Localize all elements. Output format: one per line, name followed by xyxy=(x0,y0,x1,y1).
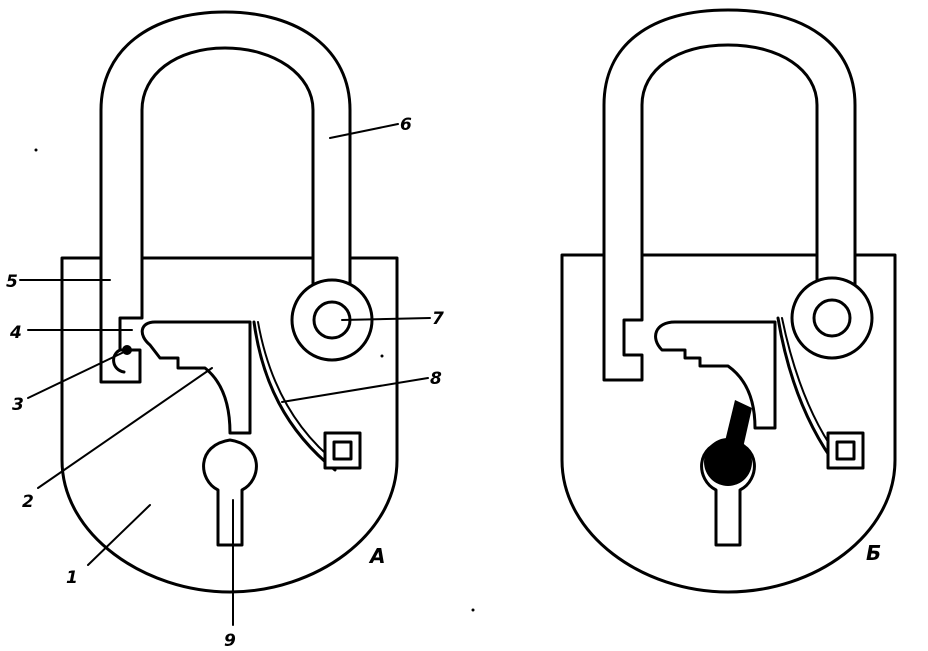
spring-holder-outer-a xyxy=(323,431,362,470)
label-5: 5 xyxy=(6,272,18,292)
label-1: 1 xyxy=(66,568,78,588)
label-4: 4 xyxy=(9,323,22,343)
latch-bolt-a xyxy=(140,320,252,435)
spring-inner-a xyxy=(257,321,339,465)
spring-holder-inner-b xyxy=(835,440,856,461)
leader-7 xyxy=(341,317,431,321)
leader-6 xyxy=(329,123,399,139)
pivot-outer-b xyxy=(790,276,874,360)
speck xyxy=(34,148,38,152)
label-9: 9 xyxy=(224,631,236,651)
keyhole-a xyxy=(202,438,258,547)
label-2: 2 xyxy=(22,492,34,512)
leader-2 xyxy=(37,367,213,489)
label-8: 8 xyxy=(430,369,442,389)
panel-label-a: А xyxy=(368,544,385,568)
leader-1 xyxy=(87,504,151,566)
panel-label-b: Б xyxy=(866,541,881,565)
latch-bolt-b xyxy=(654,320,777,430)
spring-a xyxy=(252,320,337,472)
leader-8 xyxy=(281,377,429,403)
label-7: 7 xyxy=(432,309,444,329)
shackle-notch-a xyxy=(112,348,126,374)
key-bit-b xyxy=(720,400,752,470)
speck xyxy=(471,608,475,612)
locking-pin-a xyxy=(122,345,132,355)
label-3: 3 xyxy=(12,395,24,415)
spring-holder-inner-a xyxy=(332,440,353,461)
label-6: 6 xyxy=(400,115,412,135)
speck xyxy=(380,354,384,358)
padlock-a: 1 2 3 4 5 6 7 8 9 А xyxy=(6,10,444,651)
pivot-inner-b xyxy=(812,298,852,338)
spring-holder-outer-b xyxy=(826,431,865,470)
leader-3 xyxy=(27,351,125,399)
padlock-b: Б xyxy=(560,8,897,594)
